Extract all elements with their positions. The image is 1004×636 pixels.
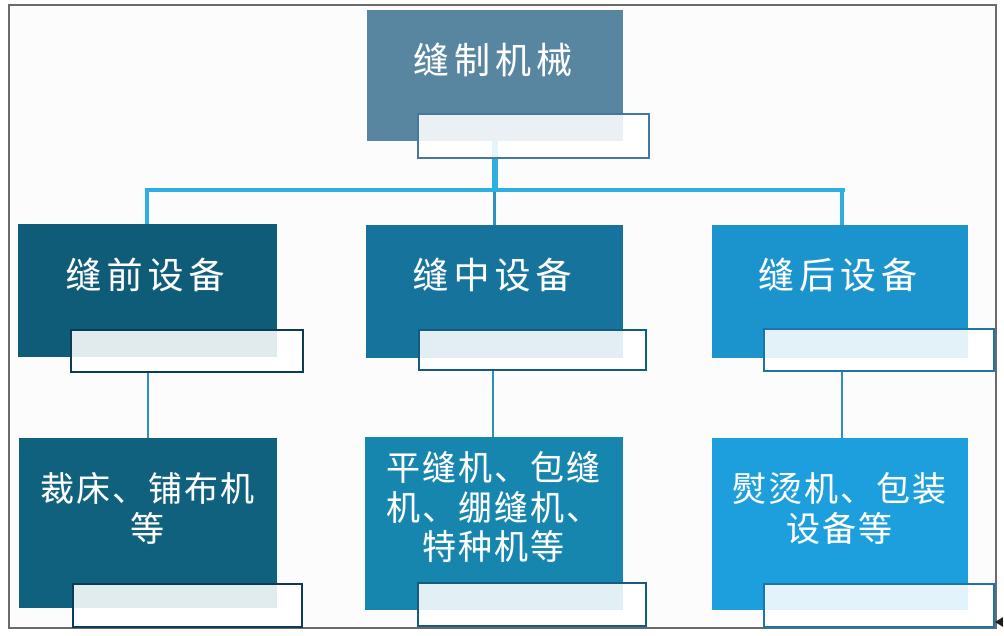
node-postsew-header-label: 缝后设备 — [757, 255, 922, 296]
connector-midsew-stem — [492, 371, 494, 437]
label-bar-root — [417, 113, 650, 159]
connector-drop-right — [840, 188, 844, 225]
node-midsew-detail-label: 平缝机、包缝 机、绷缝机、 特种机等 — [386, 450, 602, 568]
node-presew-detail-label: 裁床、铺布机 等 — [40, 471, 256, 549]
label-bar-postsew-detail — [763, 583, 995, 628]
node-postsew-detail-label: 熨烫机、包装 设备等 — [732, 471, 948, 549]
node-presew-detail: 裁床、铺布机 等 — [19, 438, 277, 608]
connector-postsew-stem — [841, 372, 843, 438]
node-midsew-detail: 平缝机、包缝 机、绷缝机、 特种机等 — [365, 437, 623, 610]
label-bar-presew-header — [70, 329, 304, 373]
node-postsew-detail: 熨烫机、包装 设备等 — [712, 438, 968, 610]
label-bar-midsew-detail — [417, 582, 647, 627]
connector-horizontal — [145, 188, 845, 192]
node-presew-header-label: 缝前设备 — [65, 255, 230, 296]
connector-presew-stem — [147, 373, 149, 438]
label-bar-presew-detail — [72, 583, 303, 628]
label-bar-midsew-header — [418, 329, 647, 371]
node-midsew-header-label: 缝中设备 — [412, 256, 577, 297]
connector-drop-center — [493, 192, 496, 225]
cursor-artifact-icon — [995, 617, 1003, 627]
node-root-label: 缝制机械 — [412, 40, 577, 81]
connector-drop-left — [145, 188, 149, 224]
label-bar-postsew-header — [763, 328, 995, 372]
